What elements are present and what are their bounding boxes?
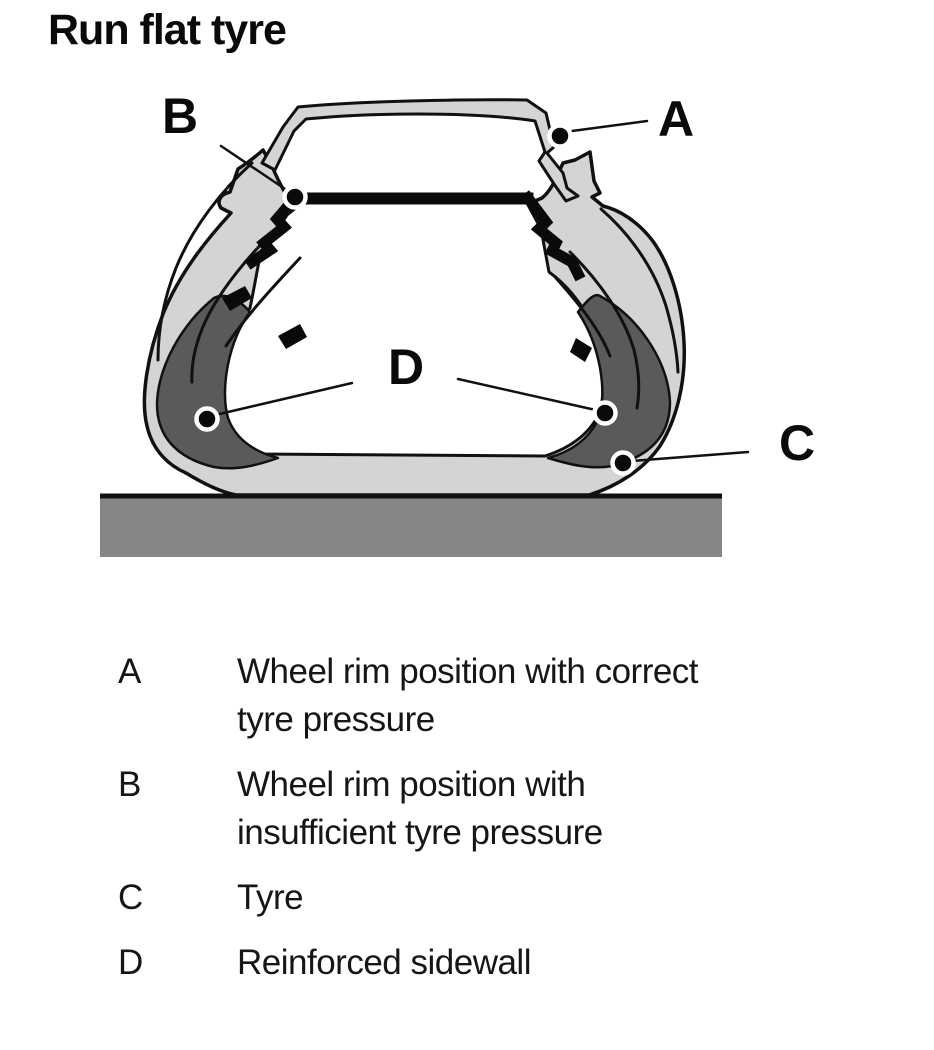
callout-dot-c — [610, 450, 636, 476]
legend-key-a: A — [118, 652, 141, 691]
legend-row-c: C Tyre — [118, 874, 838, 922]
leader-line-d-right — [456, 377, 602, 413]
diagram-label-d: D — [388, 339, 424, 395]
leader-line-c — [630, 450, 750, 463]
legend-key-b: B — [118, 765, 141, 804]
ground-bar — [100, 497, 722, 557]
diagram-label-b: B — [162, 88, 198, 144]
legend-text-b: Wheel rim position with insufficient tyr… — [237, 761, 838, 857]
callout-dot-d-right — [592, 400, 618, 426]
fold-accents — [222, 286, 592, 362]
legend-row-d: D Reinforced sidewall — [118, 939, 838, 987]
callout-dots — [194, 123, 636, 476]
callout-dot-a — [547, 123, 573, 149]
page-title: Run flat tyre — [48, 6, 287, 54]
leader-line-b — [219, 144, 293, 195]
diagram-label-a: A — [658, 91, 694, 147]
legend-text-a-line2: tyre pressure — [237, 700, 435, 739]
legend-key-d: D — [118, 943, 143, 982]
rim-position-b-line — [244, 190, 586, 282]
legend-row-b: B Wheel rim position with insufficient t… — [118, 761, 838, 857]
legend-text-c: Tyre — [237, 874, 838, 922]
rim-position-a-band — [260, 98, 580, 203]
callout-dot-b — [282, 184, 308, 210]
legend-text-d: Reinforced sidewall — [237, 939, 838, 987]
diagram-label-c: C — [779, 415, 815, 471]
legend-row-a: A Wheel rim position with correct tyre p… — [118, 648, 838, 744]
reinforced-sidewall-right — [546, 293, 672, 469]
ground-surface — [100, 493, 722, 557]
legend-text-b-line2: insufficient tyre pressure — [237, 813, 603, 852]
callout-dot-d-left — [194, 406, 220, 432]
legend-text-c-line1: Tyre — [237, 878, 304, 917]
leader-lines — [209, 119, 750, 463]
legend: A Wheel rim position with correct tyre p… — [118, 648, 838, 1004]
legend-text-a-line1: Wheel rim position with correct — [237, 652, 699, 691]
legend-key-c: C — [118, 878, 143, 917]
legend-text-b-line1: Wheel rim position with — [237, 765, 586, 804]
leader-line-a — [570, 119, 649, 133]
legend-text-a: Wheel rim position with correct tyre pre… — [237, 648, 838, 744]
run-flat-tyre-diagram: B A D C — [100, 88, 815, 557]
legend-text-d-line1: Reinforced sidewall — [237, 943, 531, 982]
leader-line-d-left — [209, 381, 354, 418]
